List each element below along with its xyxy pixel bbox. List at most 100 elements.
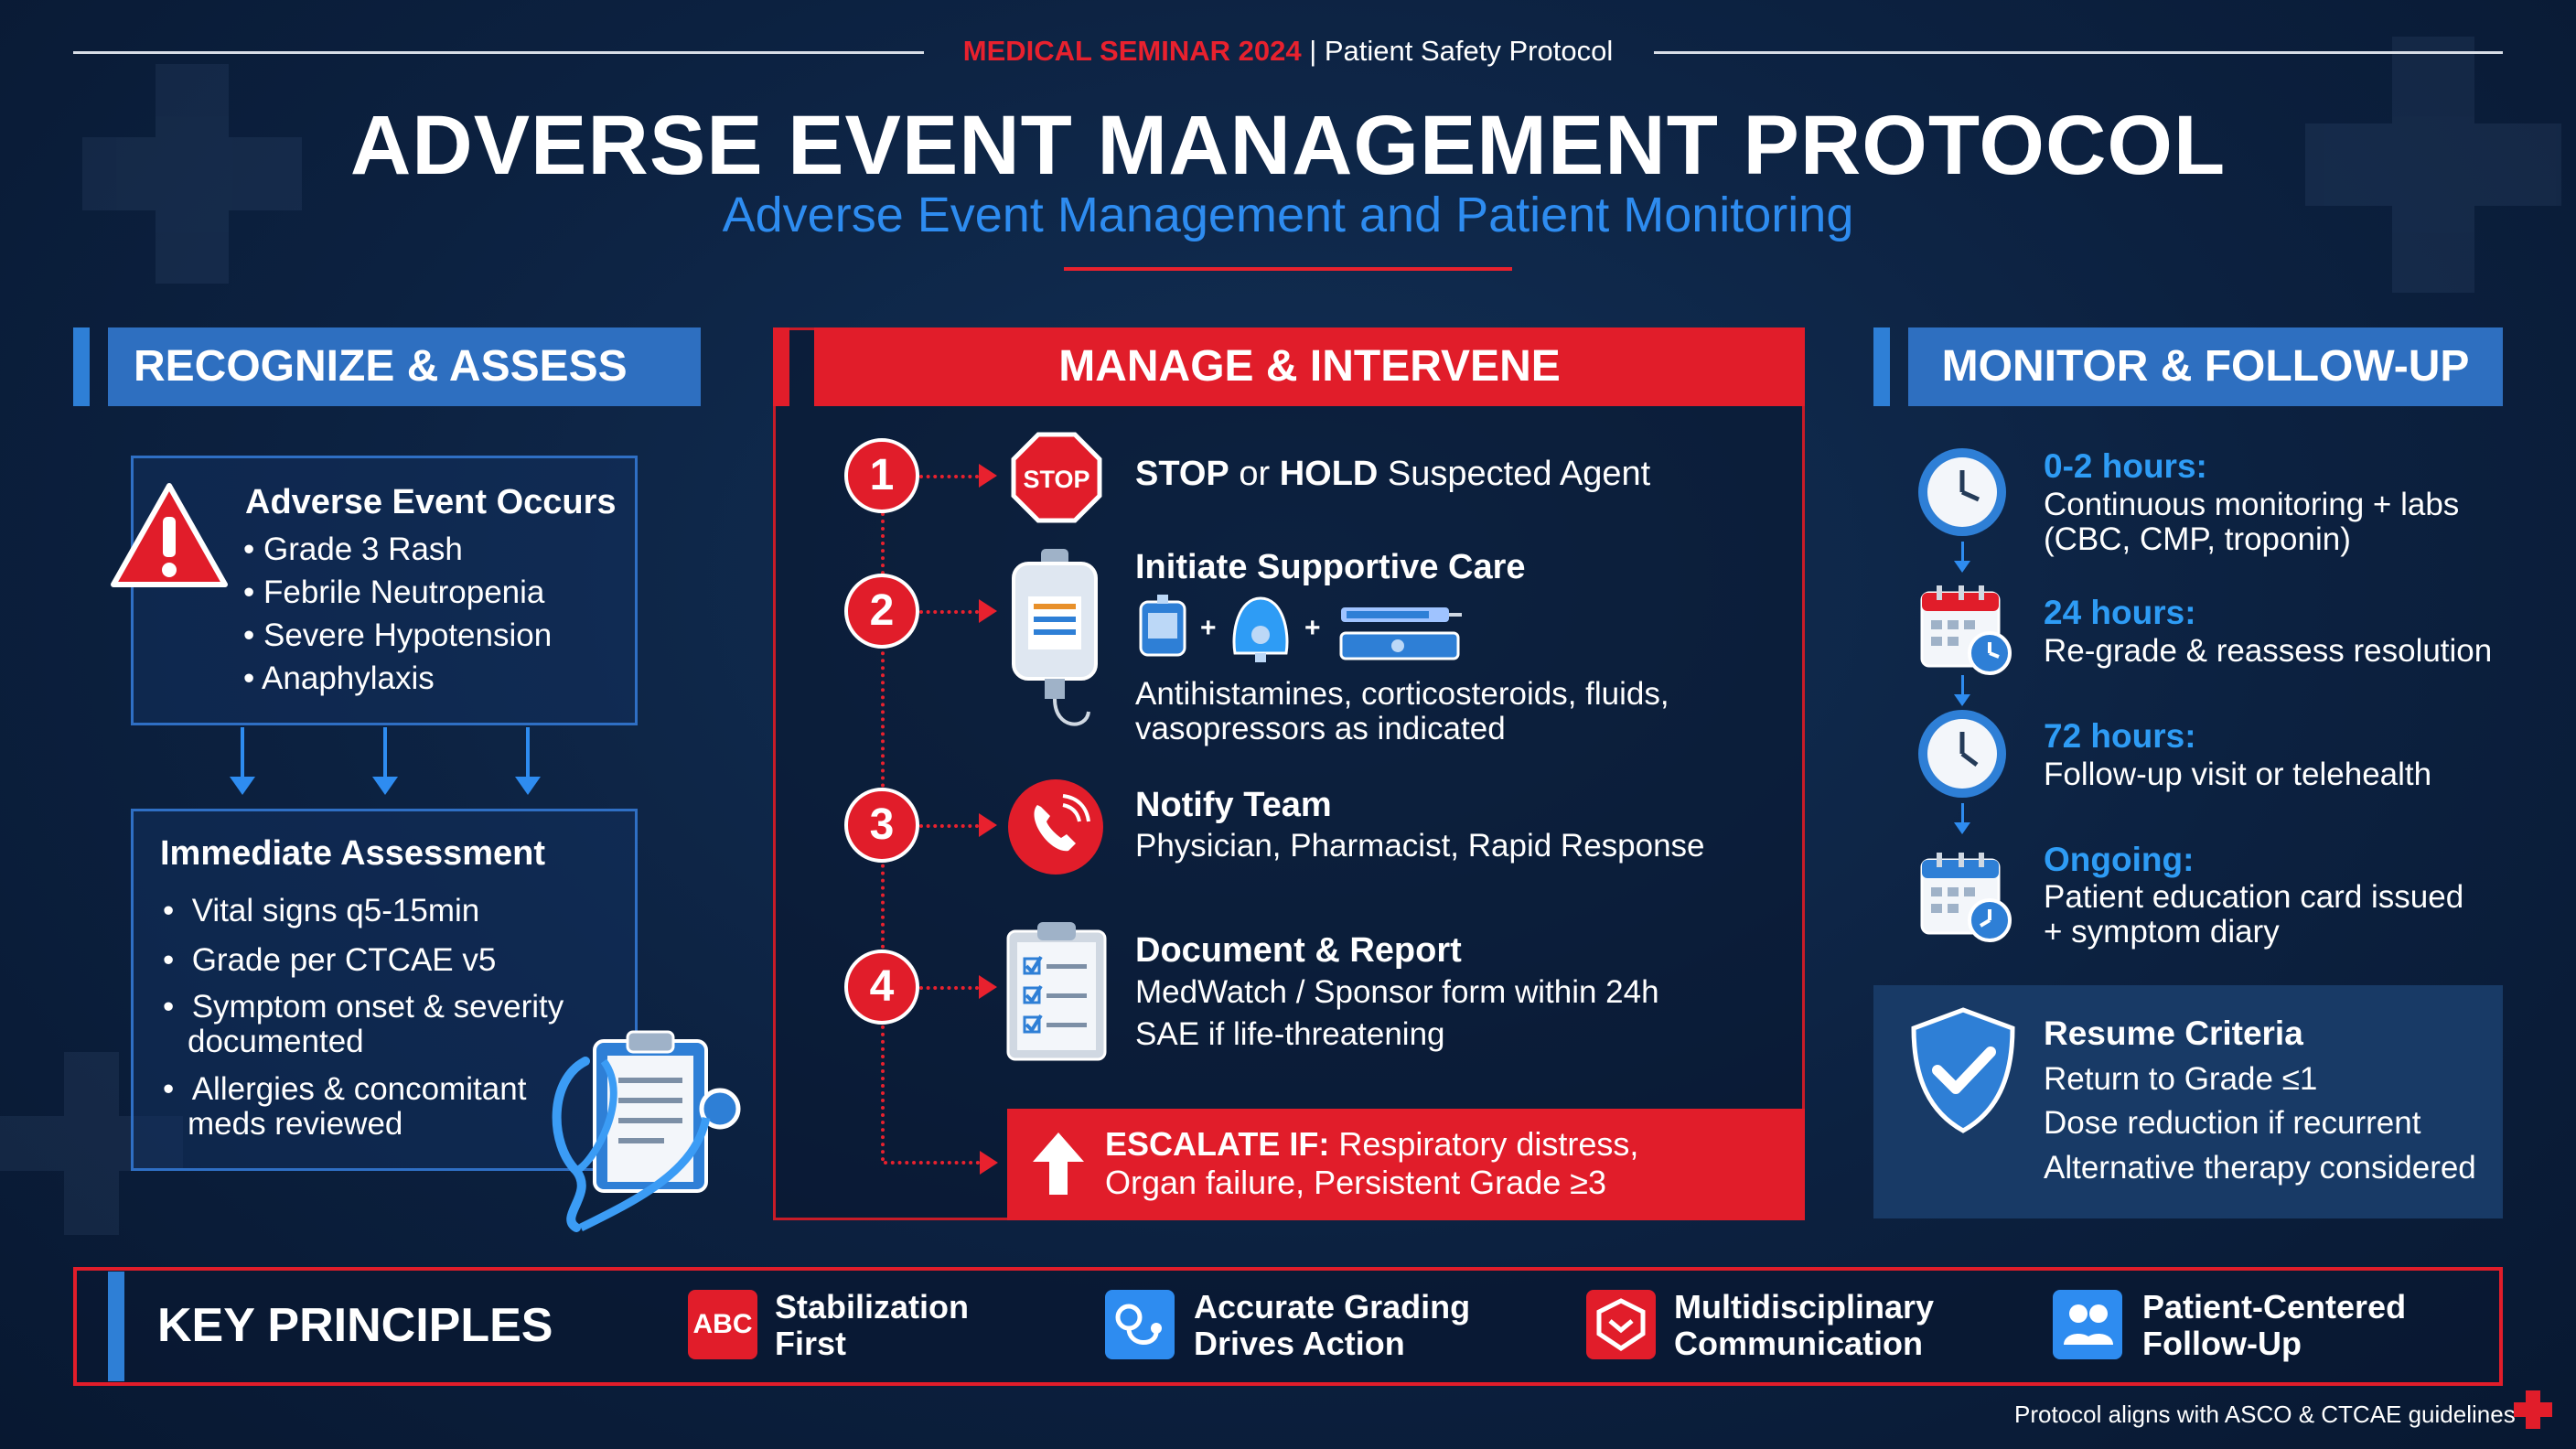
step-connector	[919, 986, 979, 990]
step-arrowhead	[979, 975, 997, 999]
resume-title: Resume Criteria	[2044, 1014, 2303, 1052]
monitor-accent	[1873, 327, 1890, 406]
principle-label: Stabilization	[775, 1288, 970, 1326]
adverse-event-item: • Severe Hypotension	[243, 617, 553, 653]
monitor-heading: MONITOR & FOLLOW-UP	[1908, 327, 2503, 406]
adverse-event-item: • Febrile Neutropenia	[243, 574, 545, 610]
page-title: ADVERSE EVENT MANAGEMENT PROTOCOL	[349, 99, 2227, 192]
seminar-event: MEDICAL SEMINAR 2024	[962, 35, 1302, 67]
seminar-topic: Patient Safety Protocol	[1324, 35, 1614, 67]
clipboard-stethoscope-icon	[552, 1030, 741, 1232]
top-rule-right	[1654, 51, 2503, 54]
escalate-arrow-icon	[1033, 1132, 1084, 1195]
adverse-event-item: • Anaphylaxis	[243, 660, 435, 696]
monitor-text: Patient education card issued	[2044, 879, 2464, 915]
principle-label: First	[775, 1325, 847, 1362]
syringe-icon	[1339, 607, 1462, 660]
step-2-title: Initiate Supportive Care	[1135, 548, 1526, 586]
nebulizer-icon	[1232, 596, 1289, 662]
monitor-arrow	[1954, 803, 1970, 834]
assessment-item-cont: meds reviewed	[188, 1106, 403, 1142]
monitor-arrow	[1954, 675, 1970, 706]
step-number-4: 4	[844, 950, 919, 1025]
resume-item: Alternative therapy considered	[2044, 1150, 2476, 1186]
step-4-line: MedWatch / Sponsor form within 24h	[1135, 974, 1659, 1010]
step-number-1: 1	[844, 438, 919, 513]
plus-sign: +	[1200, 613, 1217, 643]
step-connector	[919, 610, 979, 614]
footer-note: Protocol aligns with ASCO & CTCAE guidel…	[2014, 1401, 2516, 1428]
monitor-time: 0-2 hours:	[2044, 447, 2207, 485]
manage-accent	[773, 327, 789, 406]
resume-item: Return to Grade ≤1	[2044, 1061, 2318, 1097]
step-3-line: Physician, Pharmacist, Rapid Response	[1135, 828, 1705, 864]
communication-icon	[1586, 1290, 1656, 1359]
recognize-heading: RECOGNIZE & ASSESS	[108, 327, 701, 406]
shield-check-icon	[1911, 1007, 2015, 1133]
monitor-time: 72 hours:	[2044, 717, 2196, 755]
grading-icon	[1105, 1290, 1175, 1359]
adverse-event-title: Adverse Event Occurs	[245, 483, 617, 521]
assessment-item: • Vital signs q5-15min	[163, 893, 480, 928]
flow-arrow-down	[515, 727, 541, 795]
iv-bag-icon	[1139, 595, 1186, 657]
step-arrowhead	[979, 813, 997, 837]
stop-sign-icon: STOP	[1011, 432, 1102, 523]
assessment-item: • Allergies & concomitant	[163, 1071, 527, 1107]
step-1-title: STOP or HOLD Suspected Agent	[1135, 455, 1651, 493]
monitor-arrow	[1954, 542, 1970, 573]
key-principles-heading: KEY PRINCIPLES	[157, 1299, 553, 1352]
step-3-title: Notify Team	[1135, 786, 1332, 824]
principle-label: Drives Action	[1194, 1325, 1405, 1362]
recognize-accent	[73, 327, 90, 406]
iv-bag-icon	[1012, 549, 1098, 726]
top-rule-left	[73, 51, 924, 54]
checklist-icon	[1006, 922, 1107, 1061]
clock-icon	[1918, 710, 2006, 798]
escalate-box	[1007, 1109, 1805, 1220]
step-connector	[919, 475, 979, 478]
title-divider	[1064, 267, 1512, 271]
flow-arrow-down	[230, 727, 255, 795]
monitor-time: Ongoing:	[2044, 841, 2195, 878]
manage-heading: MANAGE & INTERVENE	[814, 327, 1805, 406]
resume-item: Dose reduction if recurrent	[2044, 1105, 2421, 1141]
clock-icon	[1918, 448, 2006, 536]
adverse-event-box	[131, 456, 638, 725]
calendar-icon	[1920, 585, 2012, 675]
flow-arrow-down	[372, 727, 398, 795]
step-arrowhead	[979, 599, 997, 623]
step-4-line: SAE if life-threatening	[1135, 1016, 1445, 1052]
patient-icon	[2053, 1290, 2122, 1359]
step-connector	[919, 824, 979, 828]
principle-label: Multidisciplinary	[1674, 1288, 1935, 1326]
background-cross-1	[82, 64, 302, 284]
background-cross-2	[2305, 37, 2561, 293]
svg-text:STOP: STOP	[1023, 466, 1089, 493]
monitor-text: (CBC, CMP, troponin)	[2044, 521, 2351, 557]
principle-label: Accurate Grading	[1194, 1288, 1471, 1326]
adverse-event-item: • Grade 3 Rash	[243, 531, 463, 567]
principle-label: Patient-Centered	[2142, 1288, 2407, 1326]
abc-icon: ABC	[688, 1290, 757, 1359]
step-number-2: 2	[844, 574, 919, 649]
assessment-item: • Grade per CTCAE v5	[163, 942, 497, 978]
assessment-item: • Symptom onset & severity	[163, 989, 564, 1025]
monitor-text: + symptom diary	[2044, 914, 2280, 950]
step-4-title: Document & Report	[1135, 931, 1462, 970]
seminar-banner: MEDICAL SEMINAR 2024 | Patient Safety Pr…	[962, 35, 1614, 67]
calendar-icon	[1920, 853, 2012, 942]
medical-cross-icon	[2514, 1390, 2552, 1429]
page-subtitle: Adverse Event Management and Patient Mon…	[722, 188, 1854, 242]
monitor-text: Re-grade & reassess resolution	[2044, 633, 2493, 669]
principle-label: Communication	[1674, 1325, 1924, 1362]
step-2-line: Antihistamines, corticosteroids, fluids,	[1135, 676, 1669, 712]
monitor-text: Follow-up visit or telehealth	[2044, 757, 2432, 792]
timeline-arrowhead	[980, 1151, 998, 1175]
assessment-title: Immediate Assessment	[160, 834, 546, 873]
phone-icon	[1008, 779, 1103, 875]
principle-label: Follow-Up	[2142, 1325, 2302, 1362]
key-principles-accent	[108, 1272, 124, 1381]
step-arrowhead	[979, 464, 997, 488]
timeline-connector	[884, 1161, 980, 1165]
